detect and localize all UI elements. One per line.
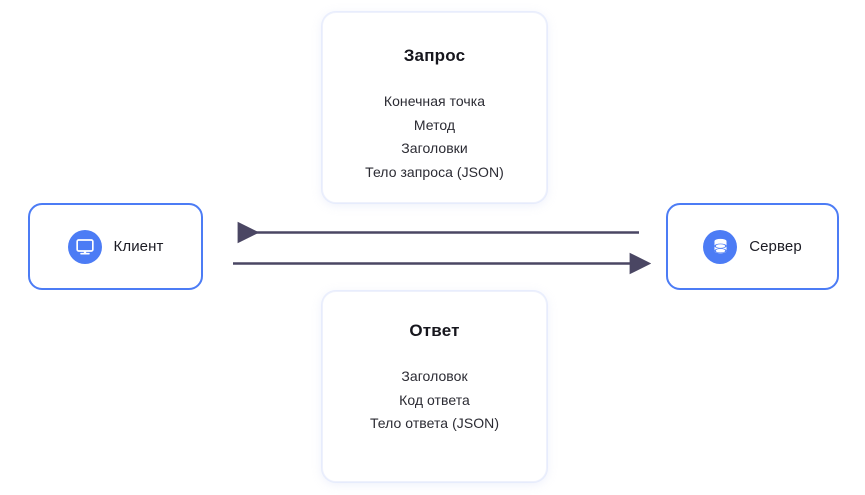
list-item: Заголовки xyxy=(401,140,468,156)
database-icon xyxy=(703,229,738,264)
client-node-content: Клиент xyxy=(67,229,164,264)
request-card: Запрос Конечная точка Метод Заголовки Те… xyxy=(322,12,547,203)
list-item: Код ответа xyxy=(399,391,470,408)
list-item: Тело ответа (JSON) xyxy=(369,415,500,431)
request-card-title: Запрос xyxy=(403,46,466,65)
response-card-title: Ответ xyxy=(409,321,460,340)
list-item: Заголовок xyxy=(401,368,468,384)
response-card-list: Заголовок Код ответа Тело ответа (JSON) xyxy=(323,365,546,436)
server-node-content: Сервер xyxy=(703,229,802,264)
list-item: Тело запроса (JSON) xyxy=(365,163,504,180)
request-card-list: Конечная точка Метод Заголовки Тело запр… xyxy=(323,90,546,184)
list-item: Конечная точка xyxy=(383,93,486,109)
server-node-label: Сервер xyxy=(749,238,802,255)
response-card: Ответ Заголовок Код ответа Тело ответа (… xyxy=(322,291,547,482)
server-node[interactable]: Сервер xyxy=(666,203,839,290)
monitor-icon xyxy=(67,229,102,264)
client-node[interactable]: Клиент xyxy=(28,203,203,290)
client-node-label: Клиент xyxy=(113,238,164,255)
list-item: Метод xyxy=(413,116,456,133)
